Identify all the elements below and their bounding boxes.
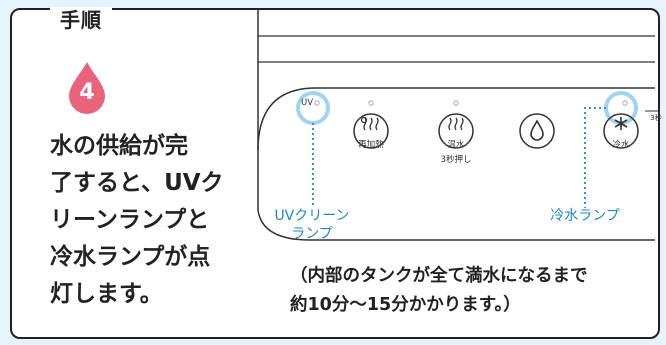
hot-water-label: 温水: [447, 140, 465, 150]
reheat-label: 再加熱: [358, 140, 384, 150]
drop-icon: [69, 62, 105, 114]
instruction-line: 水の供給が完: [50, 133, 188, 159]
step-card: 手順 4 水の供給が完 了すると、UVク リーンランプと 冷水ランプが点 灯しま…: [10, 7, 660, 339]
edge-label: 3秒: [650, 114, 662, 122]
step-tag: 手順: [50, 7, 112, 33]
instruction-line: 灯します。: [50, 281, 163, 307]
hot-water-sub-label: 3秒押し: [440, 155, 472, 165]
instruction-text: 水の供給が完 了すると、UVク リーンランプと 冷水ランプが点 灯します。: [50, 128, 245, 313]
instruction-line: リーンランプと: [50, 207, 210, 233]
step-number: 4: [79, 80, 95, 105]
cold-water-button-shape: [603, 113, 639, 149]
cold-lamp-callout: 冷水ランプ: [550, 208, 620, 224]
cold-lamp-indicator: [622, 100, 628, 106]
note-text: （内部のタンクが全て満水になるまで 約10分～15分かかります。）: [290, 262, 660, 320]
instruction-line: 了すると、UVク: [50, 170, 224, 196]
child-lock-button-shape: [519, 113, 555, 149]
uv-lamp-indicator: [314, 100, 320, 106]
note-line: （内部のタンクが全て満水になるまで: [290, 266, 588, 286]
note-line: 約10分～15分かかります。）: [290, 295, 521, 315]
hot-water-icon: [448, 117, 464, 131]
uv-lamp-callout: UVクリーン ランプ: [262, 207, 362, 243]
cold-water-label: 冷水: [612, 140, 630, 150]
hot-water-button-shape: [438, 113, 474, 149]
step-number-drop: 4: [67, 62, 107, 114]
uv-lamp-callout-line: UVクリーン: [274, 208, 350, 224]
reheat-icon: [360, 116, 379, 131]
uv-label: UV: [300, 98, 314, 108]
snowflake-icon: [614, 117, 628, 130]
reheat-button-shape: [353, 113, 389, 149]
uv-lamp-callout-line: ランプ: [291, 226, 333, 242]
instruction-line: 冷水ランプが点: [50, 244, 211, 270]
